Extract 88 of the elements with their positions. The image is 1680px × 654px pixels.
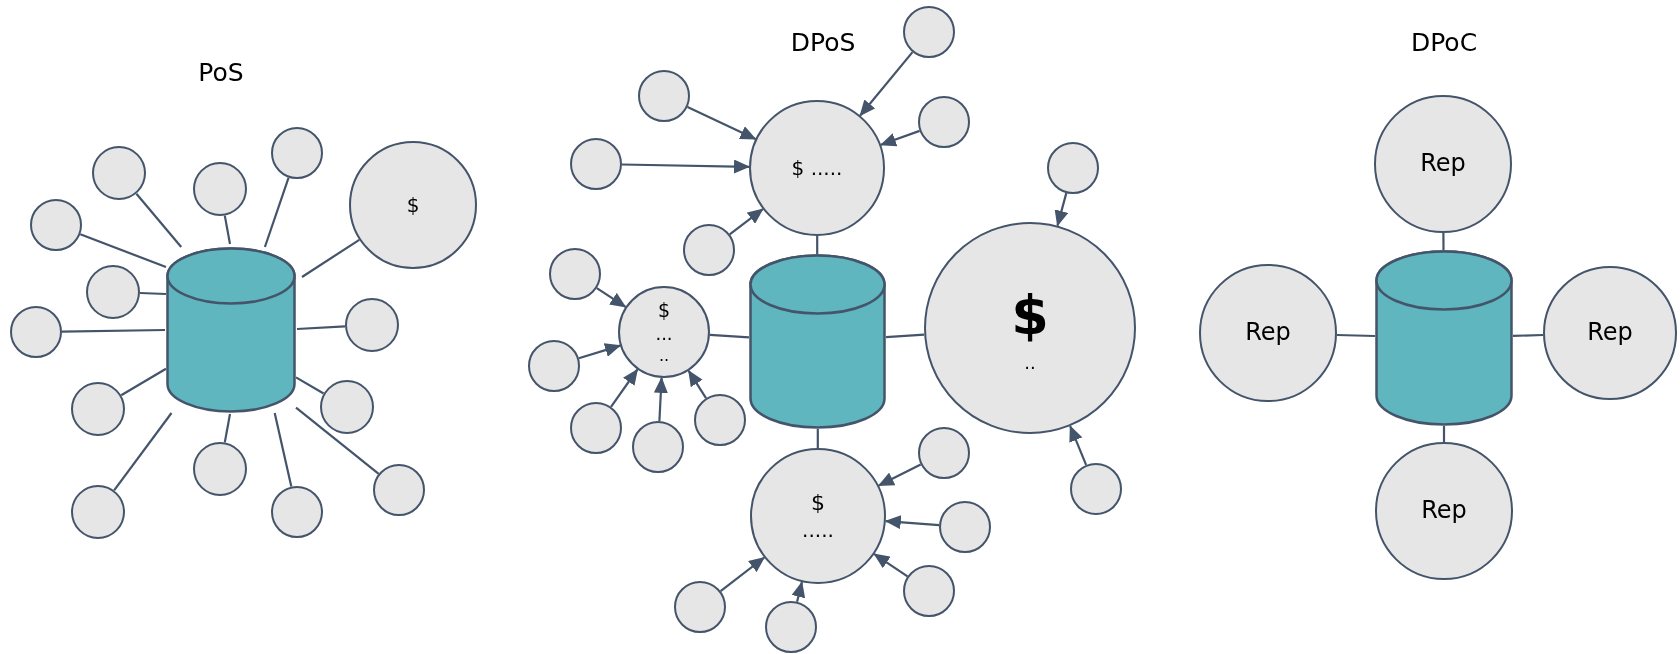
node-circle bbox=[694, 394, 746, 446]
node-label: $ bbox=[811, 488, 825, 517]
node-circle bbox=[86, 265, 140, 319]
arrow bbox=[877, 463, 922, 487]
database-cylinder bbox=[166, 247, 296, 413]
node-circle bbox=[71, 485, 125, 539]
node-circle bbox=[271, 486, 323, 538]
node-circle bbox=[765, 601, 817, 653]
connector-line bbox=[1336, 333, 1376, 338]
connector-line bbox=[816, 429, 819, 448]
connector-line bbox=[295, 406, 380, 475]
connector-line bbox=[223, 215, 232, 245]
connector-line bbox=[263, 177, 290, 248]
node-circle bbox=[345, 298, 399, 352]
node-circle bbox=[193, 442, 247, 496]
section-title: PoS bbox=[198, 58, 244, 88]
node-circle bbox=[939, 501, 991, 553]
connector-line bbox=[885, 333, 925, 339]
connector-line bbox=[816, 236, 819, 254]
arrow bbox=[719, 556, 765, 592]
node-circle bbox=[10, 306, 62, 358]
connector-line bbox=[120, 367, 167, 397]
connector-line bbox=[62, 328, 165, 333]
connector-line bbox=[273, 412, 293, 487]
node-label: ..... bbox=[802, 517, 834, 544]
arrow bbox=[1054, 192, 1069, 227]
node-circle bbox=[903, 6, 955, 58]
node-label: Rep bbox=[1587, 317, 1633, 349]
connector-line bbox=[139, 291, 167, 296]
connector-line bbox=[1442, 426, 1446, 442]
connector-line bbox=[1442, 233, 1445, 250]
node-circle bbox=[549, 248, 601, 300]
node-circle bbox=[373, 464, 425, 516]
node-label: $ ..... bbox=[791, 155, 843, 181]
arrow bbox=[873, 553, 909, 578]
database-cylinder bbox=[749, 254, 886, 429]
arrow bbox=[578, 343, 622, 360]
node-circle bbox=[1047, 142, 1099, 194]
node-circle bbox=[570, 402, 622, 454]
connector-line bbox=[135, 193, 183, 248]
arrow bbox=[879, 129, 920, 147]
arrow bbox=[622, 159, 750, 174]
connector-line bbox=[223, 413, 232, 443]
node-circle bbox=[528, 340, 580, 392]
arrow bbox=[610, 368, 639, 408]
node-label: $ bbox=[406, 192, 420, 218]
arrow bbox=[687, 369, 707, 399]
node-circle bbox=[903, 565, 955, 617]
node-circle bbox=[92, 146, 146, 200]
node-circle bbox=[320, 380, 374, 434]
node-label: Rep bbox=[1245, 317, 1291, 349]
node-circle bbox=[271, 127, 323, 179]
node-label: $ bbox=[1011, 283, 1049, 350]
connector-line bbox=[296, 325, 346, 331]
node-label: .. bbox=[1024, 351, 1036, 375]
database-cylinder bbox=[1375, 250, 1513, 426]
section-title: DPoS bbox=[790, 28, 856, 58]
connector-line bbox=[1512, 333, 1544, 337]
node-circle bbox=[918, 427, 970, 479]
connector-line bbox=[79, 233, 167, 269]
connector-line bbox=[301, 238, 360, 278]
section-title: DPoC bbox=[1410, 28, 1478, 58]
node-circle bbox=[674, 581, 726, 633]
node-circle bbox=[683, 224, 735, 276]
node-label: Rep bbox=[1421, 495, 1467, 527]
arrow bbox=[1069, 425, 1088, 466]
arrow bbox=[884, 515, 940, 530]
node-circle bbox=[918, 96, 970, 148]
node-circle bbox=[570, 138, 622, 190]
node-circle bbox=[71, 382, 125, 436]
node-label: Rep bbox=[1420, 148, 1466, 180]
node-label: ... bbox=[655, 322, 673, 346]
connector-line bbox=[113, 412, 173, 491]
node-circle bbox=[638, 70, 690, 122]
node-label: .. bbox=[658, 345, 670, 367]
arrow bbox=[596, 287, 627, 308]
connector-line bbox=[709, 333, 750, 339]
arrow bbox=[791, 581, 806, 602]
connector-line bbox=[295, 376, 325, 395]
arrow bbox=[687, 106, 757, 140]
arrow bbox=[859, 51, 914, 117]
node-circle bbox=[632, 421, 684, 473]
node-circle bbox=[193, 162, 247, 216]
arrow bbox=[729, 208, 764, 236]
arrow bbox=[653, 376, 668, 422]
node-circle bbox=[1070, 463, 1122, 515]
node-circle bbox=[30, 199, 82, 251]
node-label: $ bbox=[657, 297, 671, 323]
